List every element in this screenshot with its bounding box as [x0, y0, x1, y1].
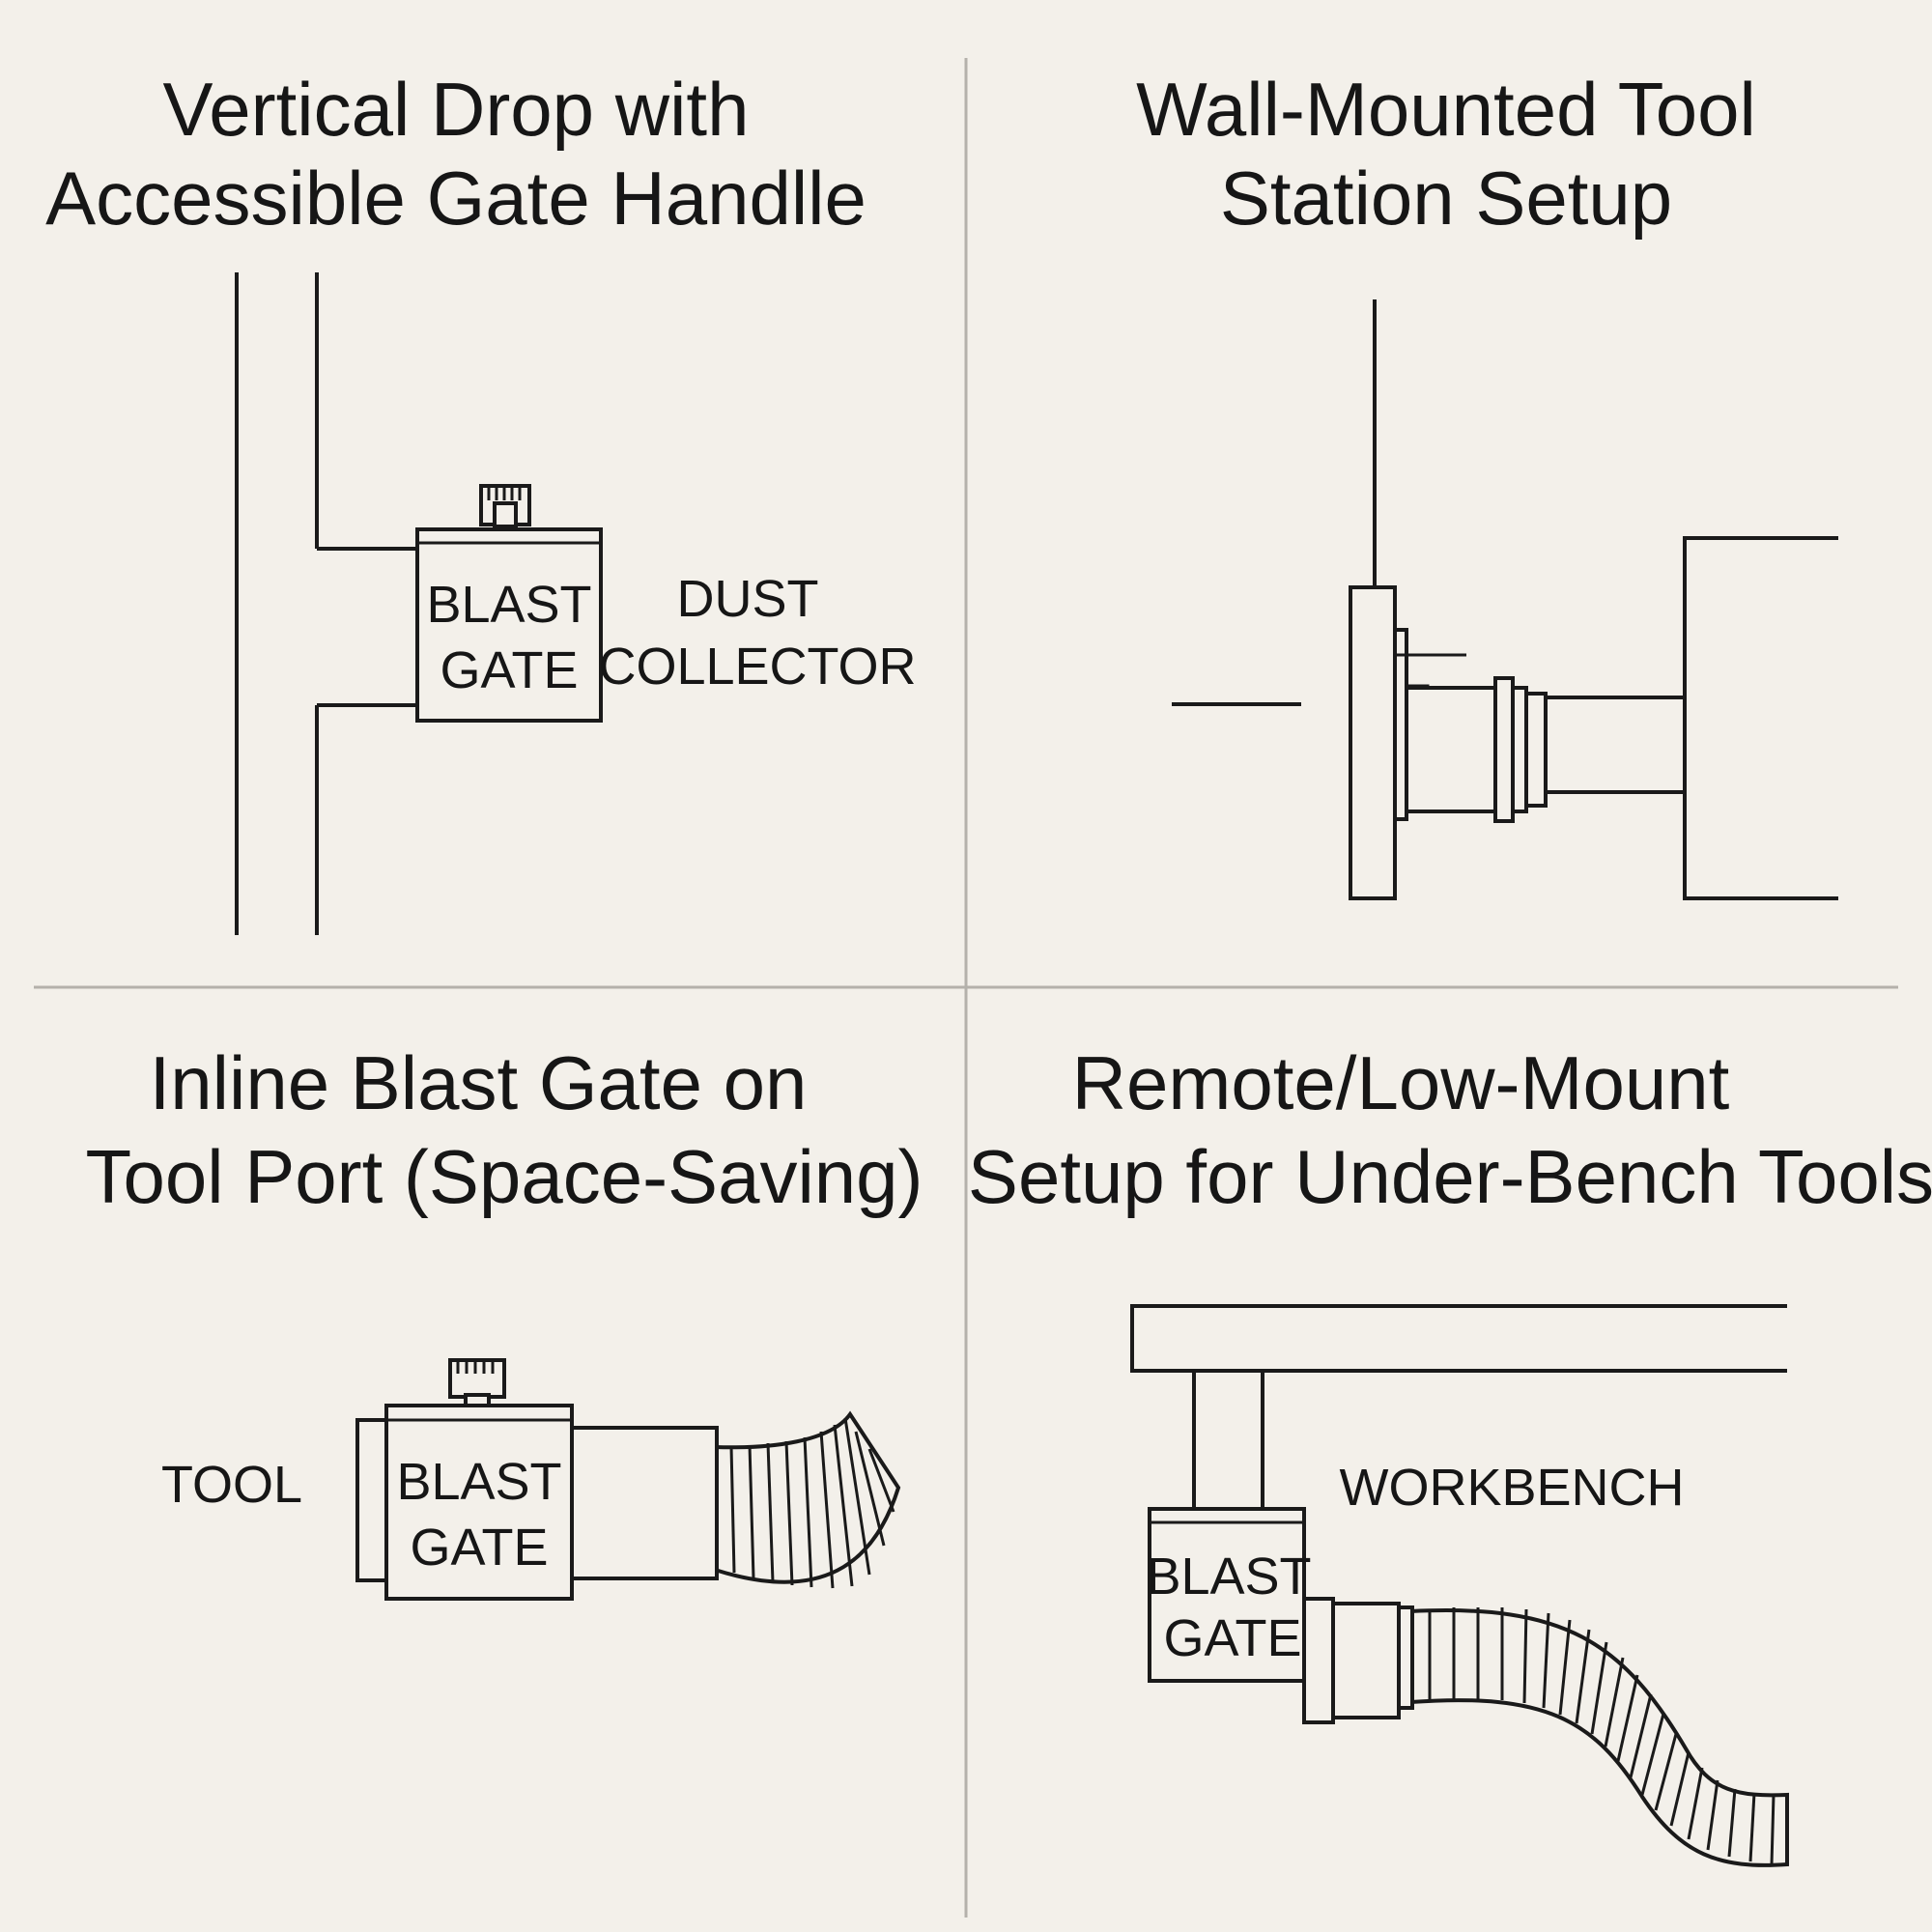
panel-3-gate-label-line-2: GATE	[410, 1519, 548, 1577]
panel-1-title-line-1: Vertical Drop with	[163, 67, 750, 152]
blast-gate-box: BLAST GATE	[1146, 1507, 1312, 1683]
dust-collector-label-line-1: DUST	[677, 570, 819, 628]
panel-wall-mounted: Wall-Mounted Tool Station Setup	[1136, 67, 1838, 900]
panel-1-gate-label-line-1: BLAST	[426, 576, 591, 634]
tool-label: TOOL	[161, 1456, 302, 1514]
duct-connector	[1405, 676, 1687, 823]
workbench-top	[1130, 1304, 1787, 1373]
panel-1-gate-label-line-2: GATE	[440, 641, 578, 699]
panel-1-title-line-2: Accessible Gate Handlle	[45, 156, 867, 241]
blast-gate-box: BLAST GATE	[415, 527, 603, 723]
panel-4-gate-label-line-2: GATE	[1163, 1609, 1301, 1667]
panel-3-title-line-2: Tool Port (Space-Saving)	[85, 1134, 923, 1219]
bench-leg	[1192, 1371, 1264, 1512]
panel-4-gate-label-line-1: BLAST	[1146, 1548, 1311, 1605]
gate-handle-icon	[479, 484, 531, 528]
panel-inline-gate: Inline Blast Gate on Tool Port (Space-Sa…	[85, 1040, 923, 1601]
panel-3-gate-label-line-1: BLAST	[396, 1453, 561, 1511]
panel-3-title-line-1: Inline Blast Gate on	[150, 1040, 808, 1125]
tool-port-sleeve	[355, 1418, 719, 1582]
dust-collector-label-line-2: COLLECTOR	[598, 638, 916, 696]
panel-2-title-line-1: Wall-Mounted Tool	[1136, 67, 1756, 152]
panel-vertical-drop: Vertical Drop with Accessible Gate Handl…	[45, 67, 917, 935]
panel-4-title-line-2: Setup for Under-Bench Tools	[968, 1134, 1932, 1219]
vertical-duct	[235, 272, 417, 935]
panel-4-title-line-1: Remote/Low-Mount	[1072, 1040, 1730, 1125]
panel-2-title-line-2: Station Setup	[1220, 156, 1672, 241]
flex-hose	[1408, 1607, 1789, 1867]
flex-hose	[713, 1410, 901, 1589]
duct-connector	[1302, 1597, 1414, 1724]
tool-station-outline	[1683, 536, 1838, 900]
workbench-label: WORKBENCH	[1339, 1459, 1684, 1517]
panel-under-bench: Remote/Low-Mount Setup for Under-Bench T…	[968, 1040, 1932, 1867]
blast-gate-box: BLAST GATE	[384, 1404, 574, 1601]
